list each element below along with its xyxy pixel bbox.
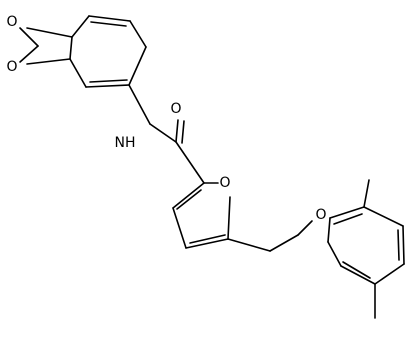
bond — [128, 46, 147, 86]
bond — [397, 229, 400, 261]
bond — [172, 207, 187, 249]
bond — [297, 220, 313, 236]
bond — [128, 84, 151, 125]
bond — [342, 261, 371, 279]
bond — [19, 27, 39, 47]
bond — [129, 20, 147, 48]
bond — [185, 238, 229, 249]
bond — [374, 263, 405, 285]
bond — [329, 206, 365, 219]
bond — [69, 36, 73, 60]
bond — [363, 179, 370, 208]
bond — [26, 27, 73, 38]
bond — [175, 141, 205, 184]
bond — [340, 265, 376, 285]
bond — [227, 238, 271, 252]
atom-labels: O O NH O O O — [6, 14, 326, 223]
bond — [176, 189, 202, 210]
atom-label-o: O — [315, 207, 326, 223]
bond — [149, 123, 177, 143]
bond — [19, 45, 39, 63]
bond — [333, 213, 363, 225]
bond — [69, 58, 87, 88]
bond — [175, 119, 179, 143]
bonds — [19, 15, 405, 319]
atom-label-nh: NH — [115, 135, 136, 151]
bond — [85, 84, 130, 88]
atom-label-o: O — [6, 59, 17, 75]
bond — [90, 21, 127, 27]
bond — [181, 120, 185, 144]
bond — [88, 15, 131, 22]
atom-label-o: O — [6, 14, 17, 30]
bond — [327, 217, 331, 243]
bond — [89, 79, 128, 83]
bond — [227, 196, 231, 240]
bond — [327, 241, 342, 267]
atom-label-o: O — [170, 101, 181, 117]
bond — [269, 234, 299, 252]
bond — [172, 182, 205, 209]
atom-label-o: O — [219, 175, 230, 191]
bond — [363, 206, 404, 227]
bond — [402, 225, 405, 265]
bond — [26, 58, 71, 65]
bond — [71, 15, 90, 38]
bond — [189, 234, 226, 244]
